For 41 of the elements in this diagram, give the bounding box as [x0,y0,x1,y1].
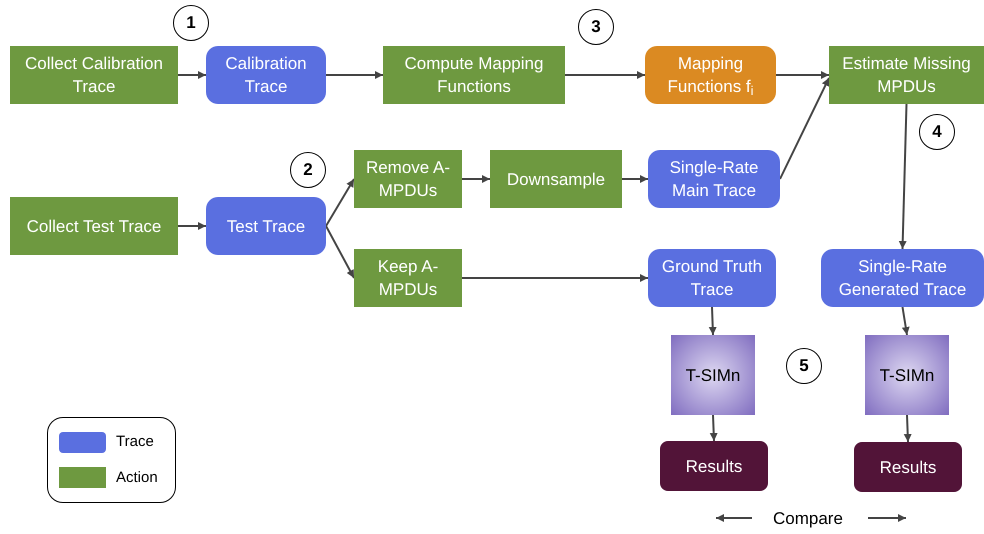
arrow [326,71,383,79]
function-box: Mapping Functions f$_{i}$ [645,46,776,104]
step-number: 3 [578,9,614,45]
arrow [779,77,830,180]
simulator-box: T-SIMn [865,335,949,415]
trace-box: Ground Truth Trace [648,249,776,307]
step-number: 5 [786,348,822,384]
action-box: Collect Calibration Trace [10,46,178,104]
compare-label: Compare [773,509,843,529]
arrow [708,306,717,336]
action-box: Compute Mapping Functions [383,46,565,104]
legend-text: Trace [116,432,154,452]
step-number: 2 [290,152,326,188]
arrow [904,414,912,442]
arrow [776,71,829,79]
arrow [902,306,910,336]
action-box: Estimate Missing MPDUs [829,46,984,104]
arrow [710,414,718,442]
arrow [898,104,908,250]
action-box: Keep A-MPDUs [354,249,462,307]
trace-box: Single-Rate Generated Trace [821,249,984,307]
arrow [462,274,648,282]
arrow [565,71,645,79]
step-number: 4 [919,114,955,150]
trace-box: Test Trace [206,197,326,255]
legend-text: Action [116,468,158,488]
arrow [325,178,355,227]
arrow [178,222,206,230]
arrow [622,175,648,183]
action-box: Remove A-MPDUs [354,150,462,208]
simulator-box: T-SIMn [671,335,755,415]
arrow [462,175,490,183]
action-box: Downsample [490,150,622,208]
action-box: Collect Test Trace [10,197,178,255]
result-box: Results [660,441,768,491]
trace-box: Calibration Trace [206,46,326,104]
arrow [325,226,355,278]
step-number: 1 [173,5,209,41]
trace-box: Single-Rate Main Trace [648,150,780,208]
arrow [178,71,206,79]
result-box: Results [854,442,962,492]
